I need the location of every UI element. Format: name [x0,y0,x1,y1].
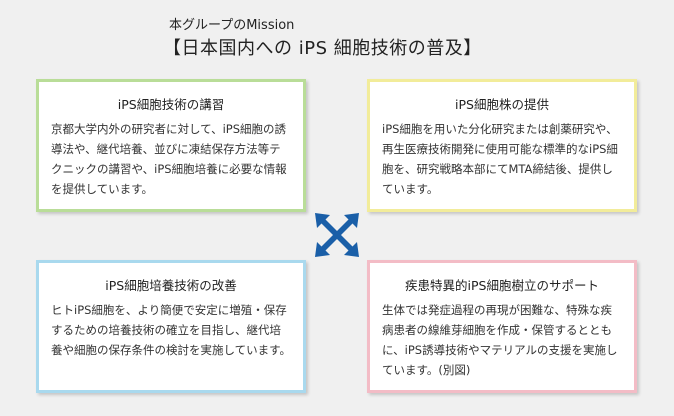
header-subtitle: 本グループのMission [169,18,295,33]
card-ips-distribution: iPS細胞株の提供 iPS細胞を用いた分化研究または創薬研究や、再生医療技術開発… [367,79,637,212]
card-title: iPS細胞技術の講習 [117,97,225,112]
cross-arrows-icon [315,213,359,257]
card-culture-improvement: iPS細胞培養技術の改善 ヒトiPS細胞を、より簡便で安定に増殖・保存するための… [36,260,306,393]
card-body: 生体では発症過程の再現が困難な、特殊な疾病患者の線維芽細胞を作成・保管するととも… [382,303,618,377]
card-body: ヒトiPS細胞を、より簡便で安定に増殖・保存するための培養技術の確立を目指し、継… [51,303,292,357]
card-body: iPS細胞を用いた分化研究または創薬研究や、再生医療技術開発に使用可能な標準的な… [382,122,618,196]
card-title: 疾患特異的iPS細胞樹立のサポート [405,278,599,293]
card-ips-training: iPS細胞技術の講習 京都大学内外の研究者に対して、iPS細胞の誘導法や、継代培… [36,79,306,212]
card-title: iPS細胞株の提供 [455,97,549,112]
card-title: iPS細胞培養技術の改善 [105,278,237,293]
card-body: 京都大学内外の研究者に対して、iPS細胞の誘導法や、継代培養、並びに凍結保存方法… [51,122,287,196]
card-disease-support: 疾患特異的iPS細胞樹立のサポート 生体では発症過程の再現が困難な、特殊な疾病患… [367,260,637,393]
header-title: 【日本国内への iPS 細胞技術の普及】 [163,38,482,59]
cross-arrows-shape [315,213,359,257]
